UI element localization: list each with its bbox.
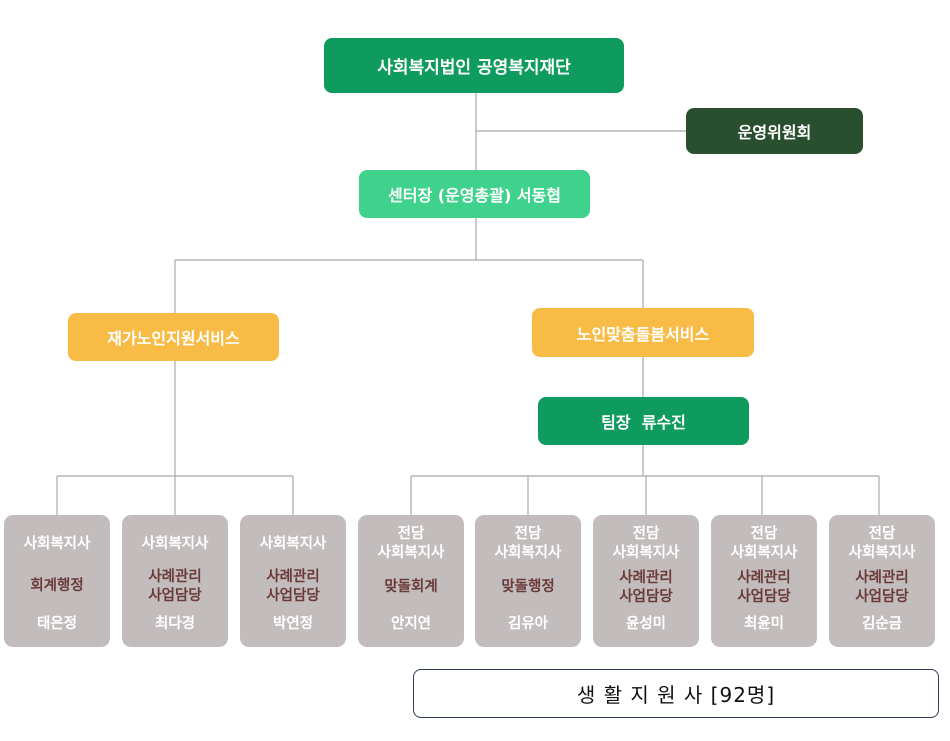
team-lead-label: 팀장 류수진: [601, 413, 686, 432]
staff-duty: 사례관리 사업담당: [266, 569, 320, 604]
staff-title: 전담 사회복지사: [377, 526, 445, 561]
staff-title: 전담 사회복지사: [730, 526, 798, 561]
staff-title: 사회복지사: [23, 536, 91, 552]
top-org-label: 사회복지법인 공영복지재단: [377, 58, 571, 78]
staff-title: 전담 사회복지사: [848, 526, 916, 561]
staff-duty: 사례관리 사업담당: [737, 570, 791, 605]
team-lead-node: 팀장 류수진: [538, 397, 749, 445]
staff-name: 박연정: [272, 616, 314, 632]
staff-box: 사회복지사 회계행정 태은정: [4, 515, 110, 647]
staff-name: 최다경: [154, 616, 196, 632]
branch-left-label: 재가노인지원서비스: [107, 329, 240, 348]
staff-title: 전담 사회복지사: [612, 526, 680, 561]
staff-box: 사회복지사 사례관리 사업담당 최다경: [122, 515, 228, 647]
staff-box: 사회복지사 사례관리 사업담당 박연정: [240, 515, 346, 647]
staff-duty: 회계행정: [30, 578, 84, 594]
staff-name: 태은정: [36, 616, 78, 632]
branch-left-node: 재가노인지원서비스: [68, 313, 279, 361]
staff-box: 전담 사회복지사 맞돌행정 김유아: [475, 515, 581, 647]
staff-box: 전담 사회복지사 사례관리 사업담당 윤성미: [593, 515, 699, 647]
support-workers-label: 생 활 지 원 사 [92명]: [576, 683, 776, 707]
staff-name: 김순금: [861, 616, 903, 632]
support-workers-summary: 생 활 지 원 사 [92명]: [413, 669, 939, 718]
director-node: 센터장 (운영총괄) 서동협: [359, 170, 590, 218]
staff-duty: 맞돌회계: [384, 579, 438, 595]
director-label: 센터장 (운영총괄) 서동협: [388, 186, 561, 205]
staff-name: 최윤미: [743, 616, 785, 632]
staff-title: 사회복지사: [259, 536, 327, 552]
branch-right-node: 노인맞춤돌봄서비스: [532, 308, 754, 357]
branch-right-label: 노인맞춤돌봄서비스: [576, 324, 710, 344]
staff-duty: 사례관리 사업담당: [855, 570, 909, 605]
staff-name: 윤성미: [625, 616, 667, 632]
staff-name: 김유아: [507, 616, 549, 632]
staff-box: 전담 사회복지사 사례관리 사업담당 김순금: [829, 515, 935, 647]
staff-duty: 사례관리 사업담당: [148, 569, 202, 604]
staff-duty: 사례관리 사업담당: [619, 570, 673, 605]
staff-duty: 맞돌행정: [501, 579, 555, 595]
committee-label: 운영위원회: [737, 123, 812, 142]
staff-box: 전담 사회복지사 맞돌회계 안지연: [358, 515, 464, 647]
staff-title: 전담 사회복지사: [494, 526, 562, 561]
committee-node: 운영위원회: [686, 108, 863, 154]
top-org-node: 사회복지법인 공영복지재단: [324, 38, 624, 93]
staff-box: 전담 사회복지사 사례관리 사업담당 최윤미: [711, 515, 817, 647]
staff-name: 안지연: [390, 616, 432, 632]
staff-title: 사회복지사: [141, 536, 209, 552]
